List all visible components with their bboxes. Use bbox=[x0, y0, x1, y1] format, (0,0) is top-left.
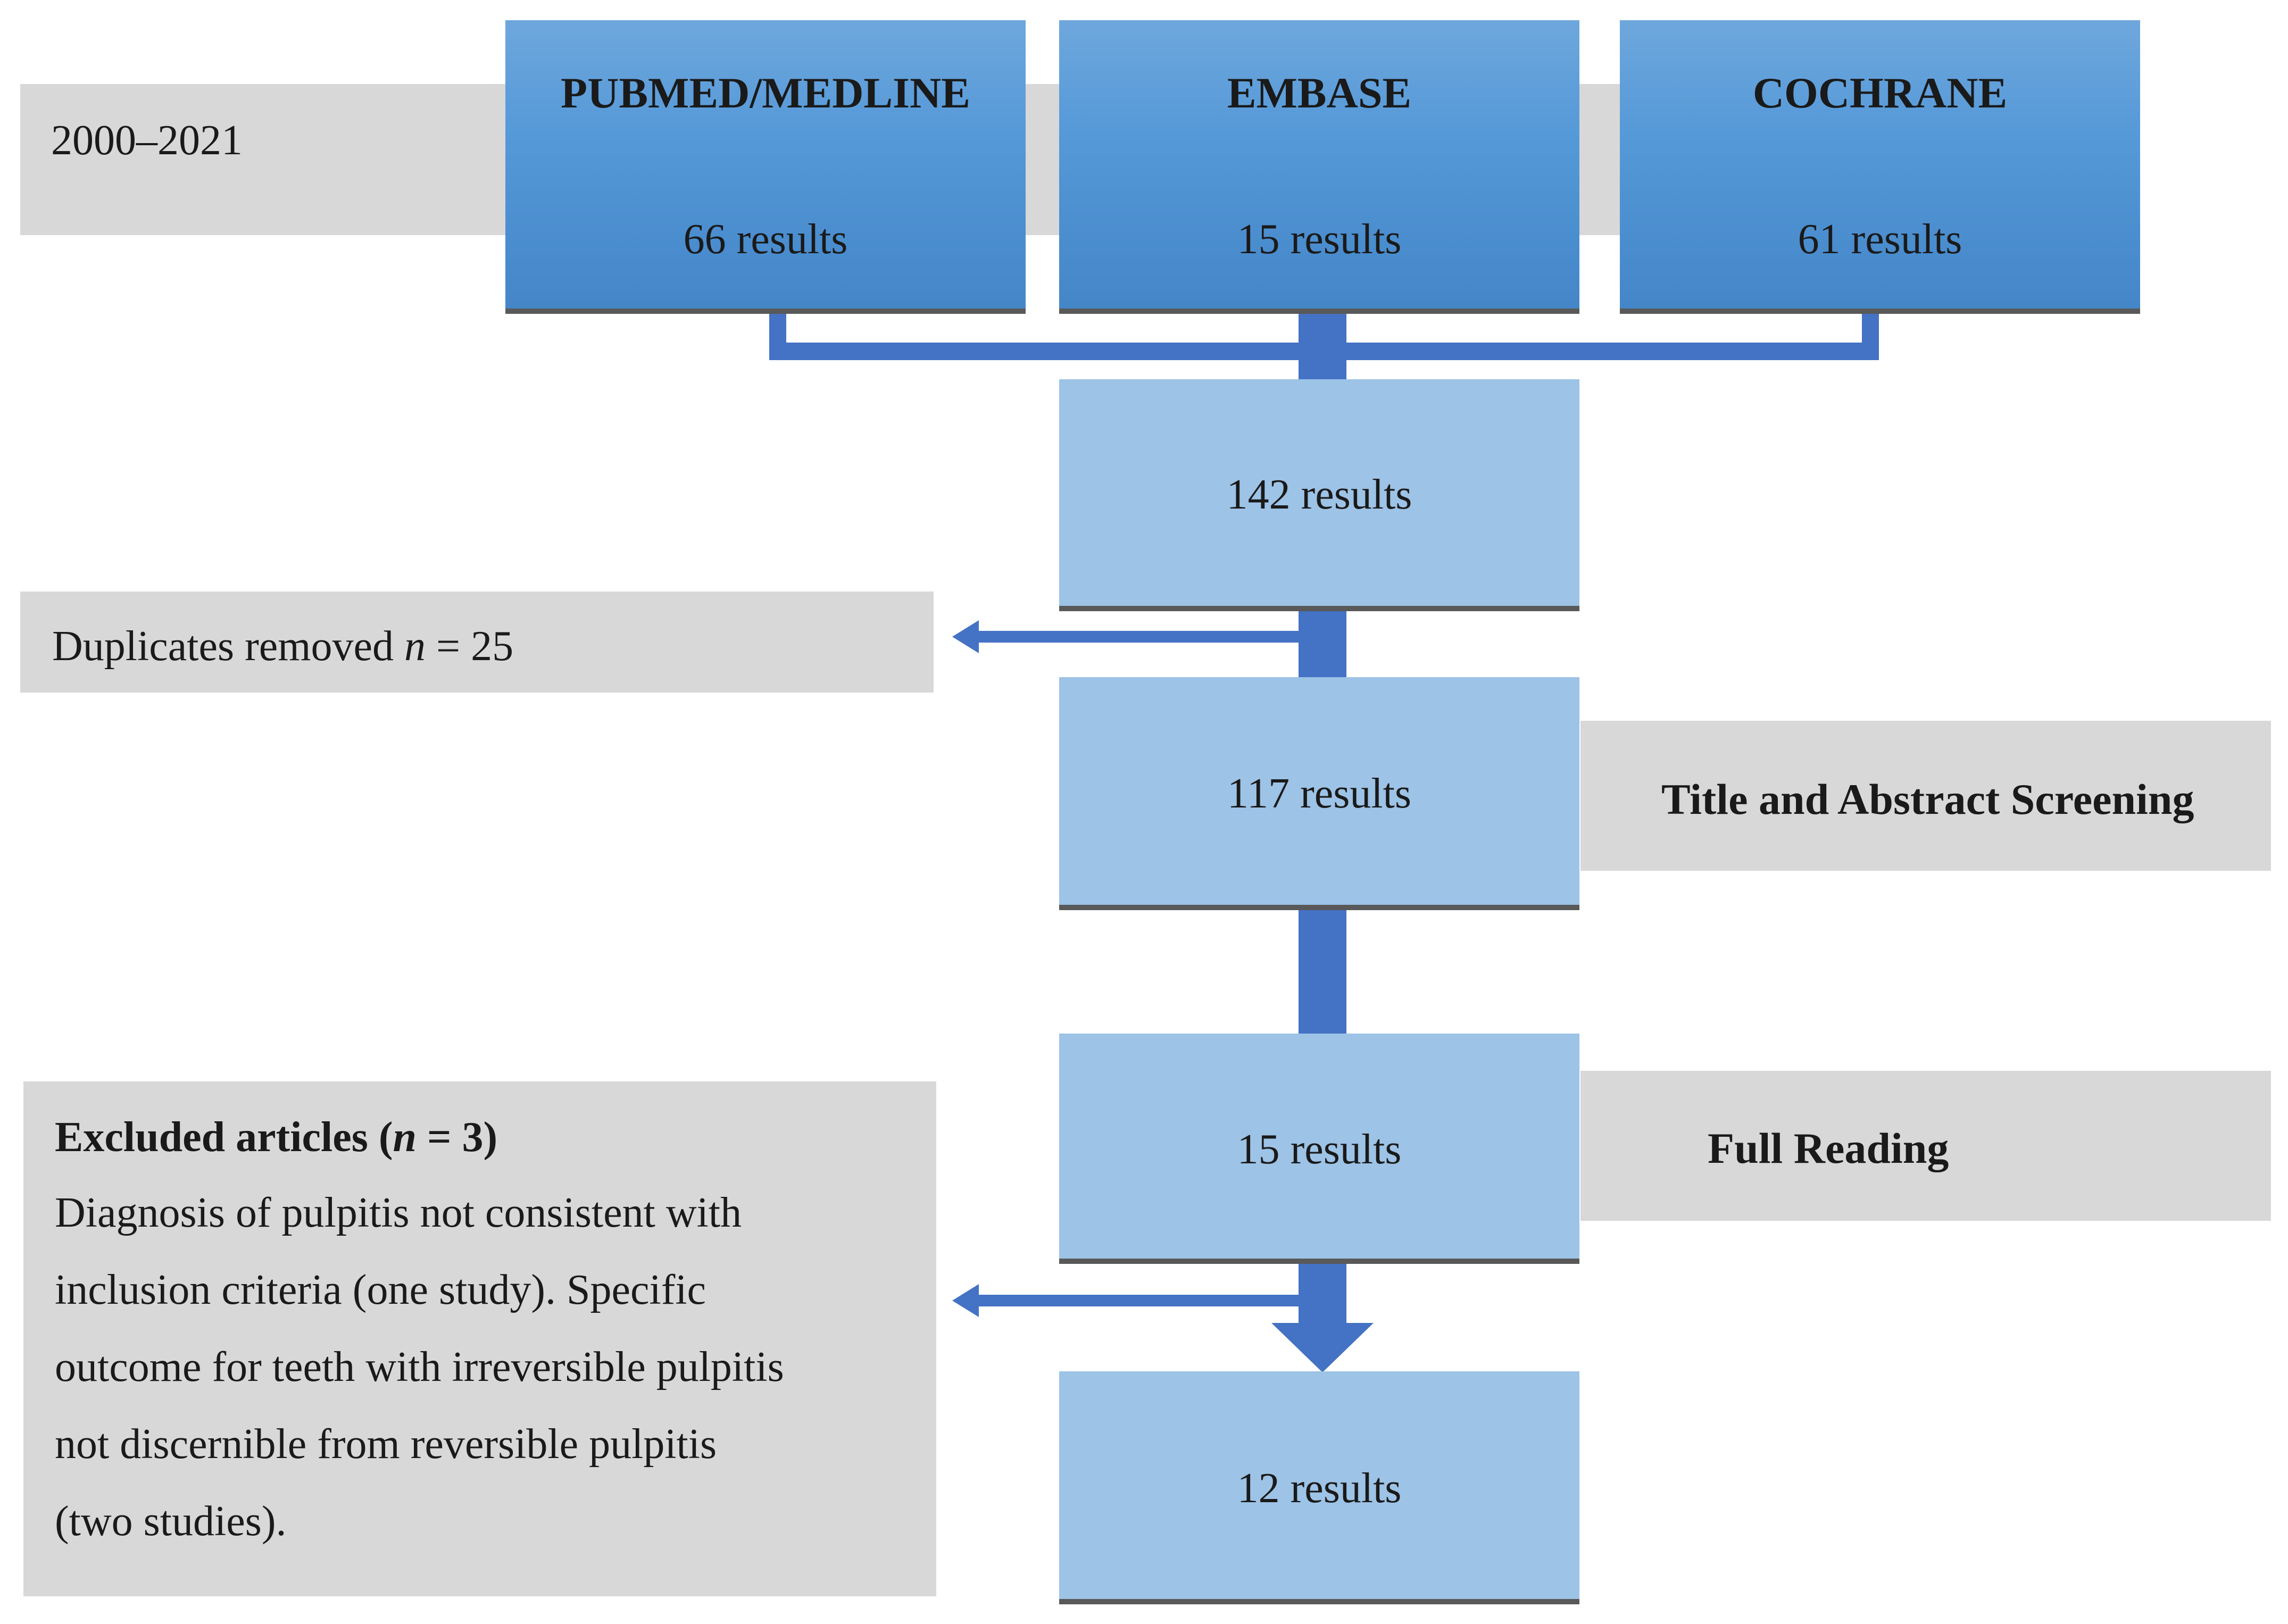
after-duplicates-results-label: 117 results bbox=[1227, 770, 1411, 817]
combined-results-label: 142 results bbox=[1226, 471, 1412, 518]
database-results-cochrane: 61 results bbox=[1798, 216, 1962, 263]
database-results-embase: 15 results bbox=[1237, 216, 1402, 263]
duplicates-arrowhead bbox=[952, 620, 979, 653]
database-box-pubmed bbox=[505, 20, 1026, 314]
excluded-reason-line-3: outcome for teeth with irreversible pulp… bbox=[55, 1344, 784, 1390]
database-box-cochrane bbox=[1620, 20, 2140, 314]
duplicates-label: Duplicates removed n = 25 bbox=[52, 625, 513, 668]
full-reading-stage-label: Full Reading bbox=[1708, 1124, 1949, 1172]
database-box-embase bbox=[1059, 20, 1579, 314]
database-name-cochrane: COCHRANE bbox=[1752, 69, 2008, 117]
screening-stage-box bbox=[1580, 721, 2271, 871]
full-reading-stage-box bbox=[1580, 1071, 2271, 1221]
excluded-articles-box bbox=[23, 1081, 936, 1596]
date-range-label: 2000–2021 bbox=[51, 117, 243, 164]
duplicates-suffix: = 25 bbox=[426, 623, 514, 670]
duplicates-box bbox=[20, 592, 934, 693]
excluded-reason-line-2: inclusion criteria (one study). Specific bbox=[55, 1267, 706, 1313]
screening-stage-label: Title and Abstract Screening bbox=[1661, 775, 2194, 823]
duplicates-prefix: Duplicates removed bbox=[52, 623, 404, 670]
excluded-reason-line-1: Diagnosis of pulpitis not consistent wit… bbox=[55, 1189, 742, 1236]
final-down-arrowhead bbox=[1271, 1323, 1374, 1372]
after-screening-results-label: 15 results bbox=[1237, 1126, 1402, 1173]
result-box-142 bbox=[1059, 379, 1579, 611]
final-results-label: 12 results bbox=[1237, 1465, 1402, 1512]
duplicates-arrow-shaft bbox=[979, 631, 1301, 643]
result-box-12 bbox=[1059, 1371, 1579, 1604]
database-name-embase: EMBASE bbox=[1227, 69, 1412, 117]
excluded-articles-title: Excluded articles (n = 3) bbox=[55, 1116, 497, 1159]
result-box-15 bbox=[1059, 1034, 1579, 1264]
excluded-title-suffix: = 3) bbox=[416, 1114, 498, 1161]
excluded-arrow-shaft bbox=[979, 1295, 1301, 1306]
excluded-reason-line-5: (two studies). bbox=[55, 1498, 287, 1545]
connector-142-to-117 bbox=[1299, 605, 1346, 680]
connector-15-to-12 bbox=[1299, 1258, 1346, 1327]
connector-embase-trunk bbox=[1299, 303, 1346, 380]
database-name-pubmed: PUBMED/MEDLINE bbox=[561, 69, 970, 117]
excluded-arrowhead bbox=[952, 1284, 979, 1317]
excluded-reason-line-4: not discernible from reversible pulpitis bbox=[55, 1421, 717, 1468]
database-results-pubmed: 66 results bbox=[683, 216, 848, 263]
excluded-title-prefix: Excluded articles ( bbox=[55, 1114, 393, 1161]
result-box-117 bbox=[1059, 677, 1579, 910]
duplicates-n: n bbox=[404, 623, 426, 670]
connector-117-to-15 bbox=[1299, 904, 1346, 1035]
excluded-title-n: n bbox=[393, 1114, 417, 1161]
